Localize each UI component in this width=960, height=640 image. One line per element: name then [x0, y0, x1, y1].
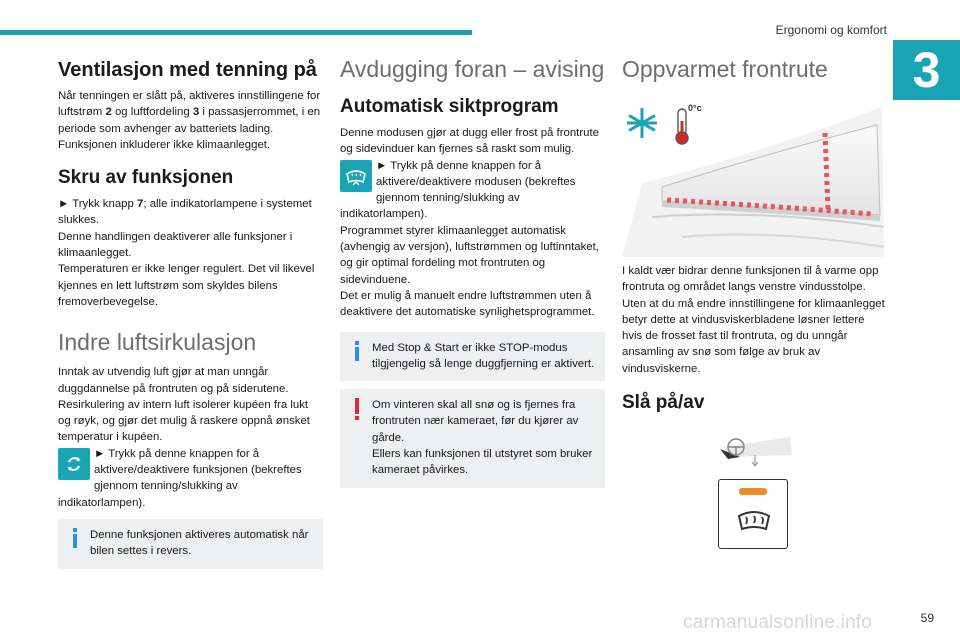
svg-text:0°c: 0°c [688, 103, 702, 113]
heading-ventilation: Ventilasjon med tenning på [58, 59, 317, 81]
ventilation-text: Når tenningen er slått på, aktiveres inn… [58, 90, 321, 151]
running-head: Ergonomi og komfort [775, 23, 887, 37]
heated-windscreen-text: I kaldt vær bidrar denne funksjonen til … [622, 265, 885, 375]
info-note-stop-start: Med Stop & Start er ikke STOP-modus tilg… [340, 331, 605, 382]
heated-windscreen-button[interactable] [718, 479, 788, 549]
info-icon [352, 340, 362, 361]
info-icon [70, 527, 80, 548]
recirculation-icon [58, 447, 90, 480]
heading-heated-windscreen: Oppvarmet frontrute [622, 56, 828, 82]
chapter-tab: 3 [893, 40, 960, 100]
heated-windscreen-illustration: 0°c [622, 97, 885, 257]
heading-on-off: Slå på/av [622, 392, 705, 414]
page-number: 59 [920, 611, 934, 625]
heading-switch-off: Skru av funksjonen [58, 167, 234, 189]
heading-defrost: Avdugging foran – avising [340, 56, 605, 82]
heading-recirculation: Indre luftsirkulasjon [58, 329, 257, 356]
watermark: carmanualsonline.info [683, 612, 873, 633]
column-left: Ventilasjon med tenning på Når tenningen… [58, 55, 323, 569]
heading-auto-visibility: Automatisk siktprogram [340, 96, 559, 117]
recirculation-text: Inntak av utvendig luft gjør at man unng… [58, 366, 310, 444]
column-right: Oppvarmet frontrute [622, 55, 887, 549]
header-accent-bar [0, 30, 472, 35]
info-note-reverse: Denne funksjonen aktiveres automatisk nå… [58, 518, 323, 569]
warning-note-camera: Om vinteren skal all snø og is fjernes f… [340, 389, 605, 488]
auto-program-text: Programmet styrer klimaanlegget automati… [340, 224, 599, 319]
column-middle: Avdugging foran – avising Automatisk sik… [340, 55, 605, 488]
warning-icon [352, 398, 362, 421]
recirculation-button-instruction: ► Trykk på denne knappen for å aktivere/… [58, 447, 302, 509]
indicator-lamp [739, 488, 767, 495]
auto-visibility-text: Denne modusen gjør at dugg eller frost p… [340, 127, 599, 156]
defrost-button-instruction: ► Trykk på denne knappen for å aktivere/… [340, 159, 576, 221]
windscreen-heat-icon [737, 511, 771, 531]
windscreen-defrost-icon [340, 159, 372, 192]
steering-wheel-control [720, 433, 794, 469]
switch-off-text: ► Trykk knapp 7; alle indikatorlampene i… [58, 198, 315, 308]
